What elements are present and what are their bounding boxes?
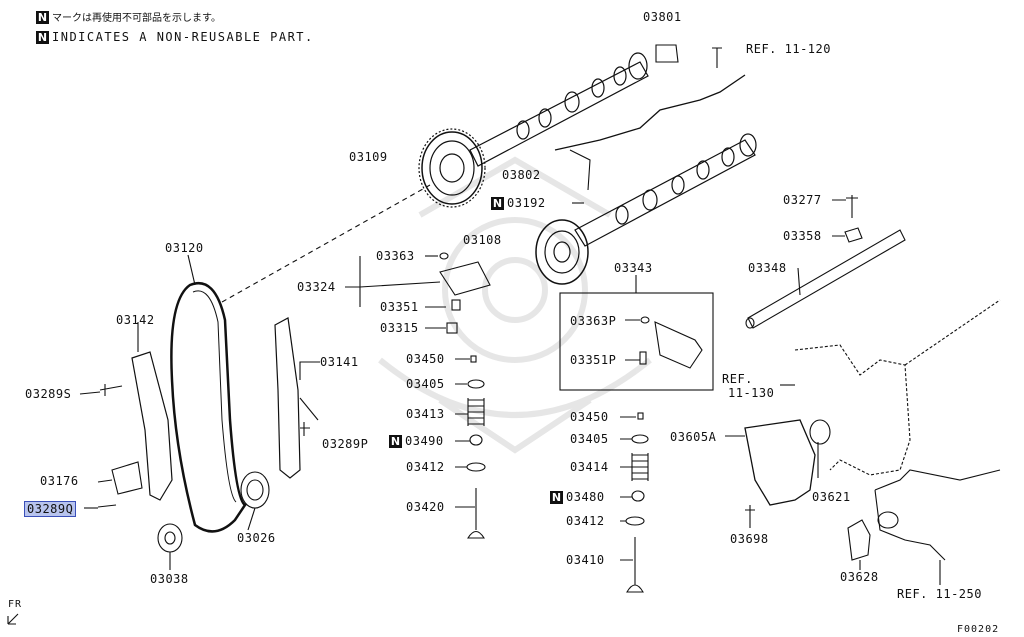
part-number: 03192 xyxy=(507,196,546,210)
part-label-03315[interactable]: 03315 xyxy=(380,321,419,335)
part-label-03142[interactable]: 03142 xyxy=(116,313,155,327)
chain-guide-right xyxy=(274,317,301,479)
front-arrow xyxy=(7,613,19,625)
part-label-03420[interactable]: 03420 xyxy=(406,500,445,514)
part-label-03324[interactable]: 03324 xyxy=(297,280,336,294)
intake-camshaft xyxy=(418,52,649,208)
bearing-cap xyxy=(655,44,679,63)
crank-sprocket xyxy=(240,471,270,509)
cylinder-head-outline xyxy=(794,299,1001,476)
part-label-03343[interactable]: 03343 xyxy=(614,261,653,275)
non-reusable-badge: N xyxy=(550,491,563,504)
retainer-key xyxy=(470,355,477,363)
part-label-03412-left[interactable]: 03412 xyxy=(406,460,445,474)
part-number: 03480 xyxy=(566,490,605,504)
ref-11-250[interactable]: REF. 11-250 xyxy=(897,587,982,601)
part-label-03802[interactable]: 03802 xyxy=(502,168,541,182)
part-label-03289Q-selected[interactable]: 03289Q xyxy=(24,501,77,517)
part-label-03801[interactable]: 03801 xyxy=(643,10,682,24)
part-label-03621[interactable]: 03621 xyxy=(812,490,851,504)
valve-right xyxy=(626,537,644,593)
part-label-03109[interactable]: 03109 xyxy=(349,150,388,164)
part-label-03108[interactable]: 03108 xyxy=(463,233,502,247)
part-label-03605A[interactable]: 03605A xyxy=(670,430,717,444)
tensioner xyxy=(111,461,143,495)
part-label-03414[interactable]: 03414 xyxy=(570,460,609,474)
part-label-03412-right[interactable]: 03412 xyxy=(566,514,605,528)
part-label-03176[interactable]: 03176 xyxy=(40,474,79,488)
chain-guide-left xyxy=(131,351,173,501)
ref-11-130-a[interactable]: REF. xyxy=(722,372,753,386)
non-reusable-badge: N xyxy=(389,435,402,448)
part-label-03120[interactable]: 03120 xyxy=(165,241,204,255)
bolt-ref xyxy=(712,47,722,68)
part-label-03628[interactable]: 03628 xyxy=(840,570,879,584)
part-label-03405-left[interactable]: 03405 xyxy=(406,377,445,391)
part-label-03363[interactable]: 03363 xyxy=(376,249,415,263)
valve-spring-left xyxy=(467,398,485,426)
legend-en-text: INDICATES A NON-REUSABLE PART. xyxy=(52,30,314,44)
part-label-03348[interactable]: 03348 xyxy=(748,261,787,275)
vacuum-pump xyxy=(744,419,816,506)
valve-spring-right xyxy=(631,453,649,481)
part-label-03410[interactable]: 03410 xyxy=(566,553,605,567)
exhaust-camshaft xyxy=(535,133,757,285)
part-label-03026[interactable]: 03026 xyxy=(237,531,276,545)
part-label-03363P[interactable]: 03363P xyxy=(570,314,617,328)
cap-03628 xyxy=(847,519,871,561)
part-label-03277[interactable]: 03277 xyxy=(783,193,822,207)
part-label-03038[interactable]: 03038 xyxy=(150,572,189,586)
part-label-03351[interactable]: 03351 xyxy=(380,300,419,314)
front-marker-label: FR xyxy=(8,599,23,610)
part-label-03405-right[interactable]: 03405 xyxy=(570,432,609,446)
non-reusable-badge: N xyxy=(36,11,49,24)
part-label-03141[interactable]: 03141 xyxy=(320,355,359,369)
part-label-03351P[interactable]: 03351P xyxy=(570,353,617,367)
non-reusable-badge: N xyxy=(491,197,504,210)
legend-jp-text: マークは再使用不可部品を示します。 xyxy=(52,13,221,24)
bolt-03277 xyxy=(846,195,858,218)
part-label-03450-right[interactable]: 03450 xyxy=(570,410,609,424)
part-label-03289P[interactable]: 03289P xyxy=(322,437,369,451)
part-label-03358[interactable]: 03358 xyxy=(783,229,822,243)
valve-left xyxy=(467,488,485,539)
part-label-03450-left[interactable]: 03450 xyxy=(406,352,445,366)
part-label-03413[interactable]: 03413 xyxy=(406,407,445,421)
rocker-shaft xyxy=(747,229,906,329)
oil-pump-sprocket xyxy=(157,523,183,553)
non-reusable-badge: N xyxy=(36,31,49,44)
watermark-emblem xyxy=(378,156,652,454)
part-label-03289S[interactable]: 03289S xyxy=(25,387,72,401)
ref-11-120[interactable]: REF. 11-120 xyxy=(746,42,831,56)
part-number: 03490 xyxy=(405,434,444,448)
part-label-03698[interactable]: 03698 xyxy=(730,532,769,546)
timing-chain xyxy=(170,282,247,533)
ref-11-130-b[interactable]: 11-130 xyxy=(728,386,775,400)
rocker-arm xyxy=(439,261,491,296)
figure-code: F00202 xyxy=(957,624,1000,635)
